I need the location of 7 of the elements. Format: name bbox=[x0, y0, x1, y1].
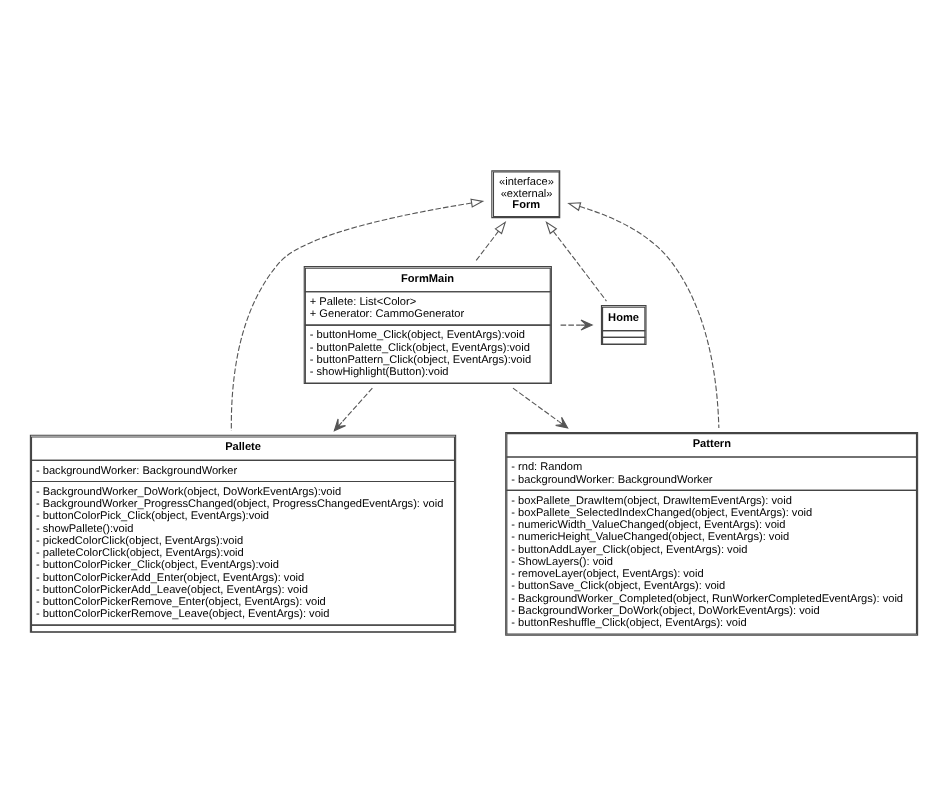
arrow bbox=[333, 386, 373, 431]
arrow bbox=[512, 386, 569, 428]
arrow bbox=[567, 201, 720, 428]
arrow bbox=[545, 220, 607, 301]
arrow bbox=[230, 197, 485, 431]
arrow bbox=[560, 318, 593, 330]
arrow bbox=[474, 220, 507, 262]
